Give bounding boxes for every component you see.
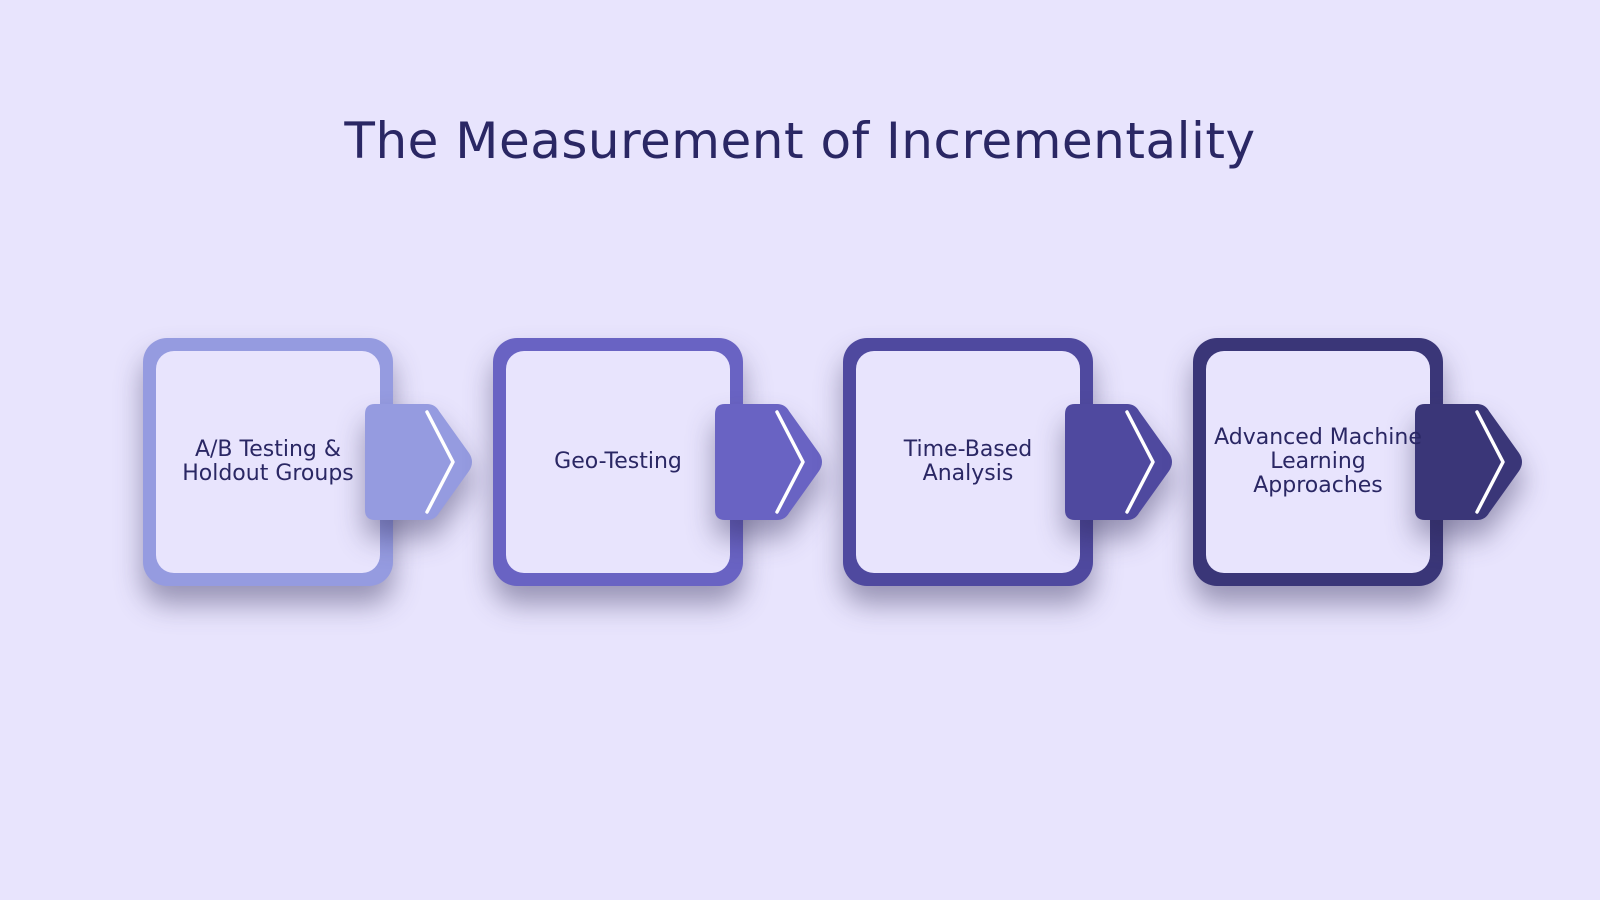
step-time-based-analysis: Time-Based Analysis bbox=[843, 338, 1172, 586]
step-label: Time-Based Analysis bbox=[903, 437, 1033, 486]
step-arrow-tab bbox=[365, 404, 475, 520]
step-card-inner bbox=[856, 351, 1080, 573]
step-ab-testing: A/B Testing & Holdout Groups bbox=[143, 338, 472, 586]
step-card-inner bbox=[506, 351, 730, 573]
step-machine-learning: Advanced Machine Learning Approaches bbox=[1193, 338, 1522, 586]
step-label: Advanced Machine Learning Approaches bbox=[1214, 425, 1422, 498]
step-card-inner bbox=[1206, 351, 1430, 573]
step-arrow-tab bbox=[1065, 404, 1175, 520]
chevron-right-icon bbox=[775, 410, 805, 514]
step-arrow-tab bbox=[1415, 404, 1525, 520]
step-label: A/B Testing & Holdout Groups bbox=[182, 437, 354, 486]
chevron-right-icon bbox=[1475, 410, 1505, 514]
step-label: Geo-Testing bbox=[554, 449, 682, 474]
step-geo-testing: Geo-Testing bbox=[493, 338, 822, 586]
chevron-right-icon bbox=[1125, 410, 1155, 514]
step-arrow-tab bbox=[715, 404, 825, 520]
page-title: The Measurement of Incrementality bbox=[344, 112, 1256, 170]
chevron-right-icon bbox=[425, 410, 455, 514]
step-card-inner bbox=[156, 351, 380, 573]
